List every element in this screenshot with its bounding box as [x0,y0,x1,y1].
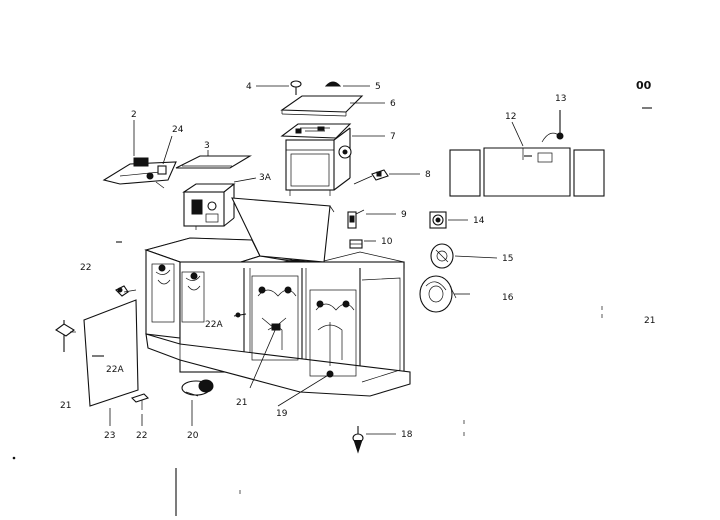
corner-label: 00 [636,79,652,92]
part-3-lid-plate [175,155,252,169]
label-22a-mid: 22A [205,320,223,330]
label-21-mid: 21 [236,398,247,408]
part-21-hinge-left [55,320,76,352]
label-8: 8 [425,170,431,180]
part-22-hinge-bottom [130,393,150,410]
label-15: 15 [502,254,513,264]
label-6: 6 [390,99,396,109]
part-2-tone-arm [102,157,177,189]
label-3: 3 [204,141,210,151]
label-18: 18 [401,430,413,440]
part-3a-amplifier [182,183,236,230]
label-21-right: 21 [644,316,655,326]
label-4: 4 [246,82,252,92]
part-23-door [83,299,139,407]
part-12-speaker-panels [449,147,605,197]
part-9-latch [347,209,365,229]
part-5-cap [324,81,342,87]
part-4-knob [290,80,302,95]
part-14-knob-plate [429,211,447,229]
label-2: 2 [131,110,137,120]
label-20: 20 [187,431,199,441]
label-10: 10 [381,237,393,247]
part-15-dial-knob [430,243,454,269]
label-19: 19 [276,409,288,419]
part-8-bracket [353,169,389,185]
part-10-block [349,239,363,249]
label-9: 9 [401,210,407,220]
part-22a-catch [233,312,247,318]
margin-marks [12,306,603,494]
label-5: 5 [375,82,381,92]
part-18-foot [352,426,364,454]
part-22-hinge [115,285,137,297]
label-22a-door: 22A [106,365,124,375]
label-21-left: 21 [60,401,71,411]
part-16-large-knob [419,275,457,313]
label-12: 12 [505,112,516,122]
label-13: 13 [555,94,566,104]
label-24: 24 [172,125,184,135]
part-13-screw [541,110,564,143]
label-23: 23 [104,431,115,441]
part-7-chassis [280,123,352,196]
part-6-top-plate [280,95,364,117]
label-22-left: 22 [80,263,91,273]
label-22-bottom: 22 [136,431,147,441]
label-7: 7 [390,132,396,142]
label-3a: 3A [259,173,272,183]
label-14: 14 [473,216,485,226]
cabinet [144,197,411,397]
label-16: 16 [502,293,514,303]
part-20-handle [181,379,214,397]
